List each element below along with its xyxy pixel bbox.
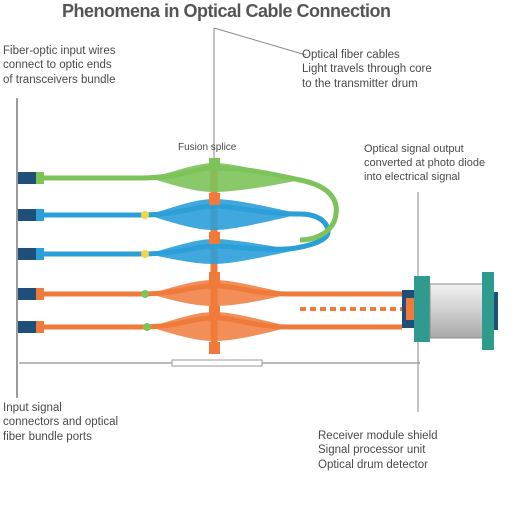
- connector-blue-1-tip: [36, 209, 44, 221]
- splice-marker-green: [209, 158, 220, 170]
- callout-line: into electrical signal: [364, 171, 485, 185]
- bottom-right-callout: Receiver module shield Signal processor …: [318, 429, 438, 472]
- callout-line: connectors and optical: [3, 415, 118, 429]
- connector-orange-1-tip: [36, 288, 44, 300]
- signal-dot-3: [141, 290, 149, 298]
- top-left-callout: Fiber-optic input wires connect to optic…: [3, 44, 116, 87]
- connector-green-tip: [36, 172, 44, 184]
- connector-orange-2-tip: [36, 321, 44, 333]
- splice-marker-4: [209, 306, 220, 318]
- callout-line: converted at photo diode: [364, 157, 485, 171]
- splice-marker-3: [209, 272, 220, 284]
- blue-bulge-1: [148, 199, 300, 230]
- callout-line: fiber bundle ports: [3, 430, 118, 444]
- signal-dot-4: [143, 323, 151, 331]
- splice-marker-1: [209, 193, 220, 205]
- top-right-callout: Optical fiber cables Light travels throu…: [302, 48, 432, 91]
- splice-label: Fusion splice: [178, 142, 236, 155]
- callout-line: Optical drum detector: [318, 458, 438, 472]
- callout-line: Signal processor unit: [318, 443, 438, 457]
- signal-dot-2: [141, 250, 149, 258]
- callout-line: Fiber-optic input wires: [3, 44, 116, 58]
- callout-line: Receiver module shield: [318, 429, 438, 443]
- connector-blue-2-tip: [36, 248, 44, 260]
- splice-marker-2: [209, 232, 220, 244]
- callout-line: Optical fiber cables: [302, 48, 432, 62]
- bottom-left-callout: Input signal connectors and optical fibe…: [3, 401, 118, 444]
- callout-line: of transceivers bundle: [3, 73, 116, 87]
- blue-bulge-2: [148, 239, 296, 264]
- green-bulge: [150, 163, 300, 192]
- diagram-title: Phenomena in Optical Cable Connection: [62, 0, 391, 23]
- callout-line: Optical signal output: [364, 143, 485, 157]
- signal-dot-1: [141, 211, 149, 219]
- receiver-drum: [402, 272, 498, 350]
- callout-line: Input signal: [3, 401, 118, 415]
- splice-marker-5: [209, 342, 220, 354]
- top-right-leader-line: [214, 28, 306, 55]
- callout-line: Light travels through core: [302, 62, 432, 76]
- callout-line: connect to optic ends: [3, 58, 116, 72]
- scale-bar: [172, 360, 262, 366]
- callout-line: to the transmitter drum: [302, 77, 432, 91]
- right-middle-callout: Optical signal output converted at photo…: [364, 143, 485, 184]
